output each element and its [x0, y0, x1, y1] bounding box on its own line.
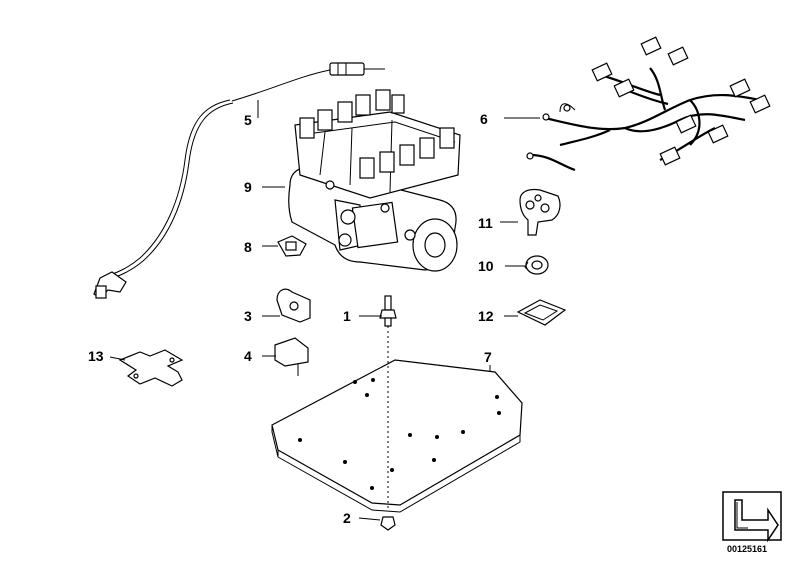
part-2-nut[interactable]: [380, 516, 396, 531]
arrow-folder-icon: [722, 491, 782, 543]
part-13-mounting-plate[interactable]: [118, 349, 184, 387]
callout-5: 5: [244, 112, 252, 128]
part-4-bracket[interactable]: [274, 337, 309, 376]
document-number: 00125161: [727, 544, 767, 554]
leader-lines: [109, 100, 540, 521]
part-6-wiring-harness[interactable]: [526, 36, 771, 172]
part-9-hydraulic-unit[interactable]: [288, 89, 461, 272]
callout-9: 9: [244, 179, 252, 195]
part-3-clip[interactable]: [276, 288, 311, 323]
callout-10: 10: [478, 258, 494, 274]
part-7-carrier-plate[interactable]: [271, 359, 523, 513]
part-1-bolt[interactable]: [379, 295, 397, 327]
part-8-rubber-mount[interactable]: [277, 235, 307, 257]
callout-6: 6: [480, 111, 488, 127]
callout-1: 1: [343, 308, 351, 324]
callout-4: 4: [244, 348, 252, 364]
callout-11: 11: [478, 215, 493, 231]
part-11-holder[interactable]: [519, 188, 561, 236]
part-5-sensor-cable[interactable]: [93, 62, 385, 299]
callout-2: 2: [343, 510, 351, 526]
part-12-bracket[interactable]: [516, 299, 567, 326]
part-10-grommet[interactable]: [524, 255, 549, 275]
callout-12: 12: [478, 308, 494, 324]
callout-7: 7: [484, 349, 492, 365]
callout-3: 3: [244, 308, 252, 324]
callout-13: 13: [88, 348, 104, 364]
callout-8: 8: [244, 239, 252, 255]
